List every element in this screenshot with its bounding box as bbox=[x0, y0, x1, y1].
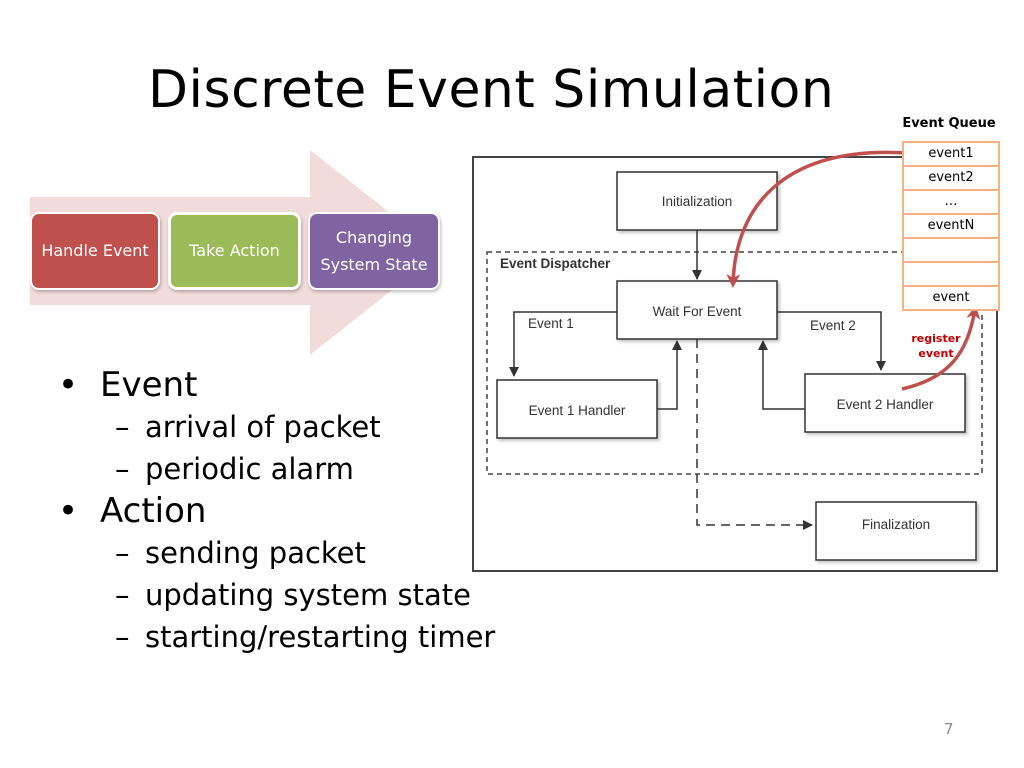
event1-handler-box bbox=[496, 379, 658, 439]
queue-to-wait-arrow bbox=[726, 150, 909, 288]
sub-bullet-label: periodic alarm bbox=[145, 452, 354, 486]
event1-handler-label: Event 1 Handler bbox=[529, 403, 626, 418]
step-take-action: Take Action bbox=[168, 212, 301, 290]
register-event-arrow bbox=[901, 305, 981, 391]
sub-bullet-label: updating system state bbox=[145, 578, 471, 612]
queue-cell bbox=[904, 239, 998, 263]
arrow-event2 bbox=[777, 311, 886, 371]
sub-bullet-item: –arrival of packet bbox=[58, 406, 528, 448]
step-label: Changing System State bbox=[320, 227, 428, 274]
sub-bullet-item: –starting/restarting timer bbox=[58, 616, 528, 658]
finalization-label: Finalization bbox=[862, 517, 930, 532]
queue-cell: … bbox=[904, 191, 998, 215]
sub-bullet-label: sending packet bbox=[145, 536, 366, 570]
step-label: Handle Event bbox=[41, 241, 149, 261]
wait-for-event-label: Wait For Event bbox=[653, 304, 742, 319]
queue-cell: event1 bbox=[904, 143, 998, 167]
queue-cell: event2 bbox=[904, 167, 998, 191]
bullet-item: •Event bbox=[58, 365, 198, 405]
register-event-annotation: register event bbox=[911, 332, 961, 360]
bullet-label: Action bbox=[100, 491, 207, 531]
dispatcher-label: Event Dispatcher bbox=[500, 256, 611, 271]
sub-bullet-item: –updating system state bbox=[58, 574, 528, 616]
step-label: Take Action bbox=[189, 241, 280, 261]
queue-cell bbox=[904, 263, 998, 287]
event2-handler-label: Event 2 Handler bbox=[837, 397, 934, 412]
arrow-handler1-return bbox=[657, 340, 682, 410]
finalization-box bbox=[815, 501, 977, 561]
arrow-event1 bbox=[509, 311, 617, 377]
event-queue-title: Event Queue bbox=[902, 116, 996, 131]
bullet-item: •Action bbox=[58, 491, 207, 531]
wait-for-event-box bbox=[616, 280, 778, 340]
arrow-to-finalization bbox=[696, 339, 813, 530]
page-number: 7 bbox=[944, 720, 954, 738]
bullet-list: •Event –arrival of packet –periodic alar… bbox=[58, 364, 528, 658]
sub-bullet-label: starting/restarting timer bbox=[145, 620, 496, 654]
event2-handler-box bbox=[804, 373, 966, 433]
sub-bullet-item: –sending packet bbox=[58, 532, 528, 574]
arrow-handler2-return bbox=[758, 340, 805, 410]
event2-label: Event 2 bbox=[810, 318, 856, 333]
queue-cell: eventN bbox=[904, 215, 998, 239]
dispatcher-region bbox=[486, 251, 983, 475]
step-handle-event: Handle Event bbox=[30, 212, 160, 290]
slide-title: Discrete Event Simulation bbox=[148, 60, 835, 120]
bullet-label: Event bbox=[100, 365, 198, 405]
queue-cell: event bbox=[932, 290, 970, 305]
event-queue-list: event1 event2 … eventN event bbox=[902, 141, 1000, 311]
sub-bullet-item: –periodic alarm bbox=[58, 448, 528, 490]
sub-bullet-label: arrival of packet bbox=[145, 410, 381, 444]
initialization-label: Initialization bbox=[662, 194, 733, 209]
initialization-box bbox=[616, 171, 778, 231]
step-changing-system-state: Changing System State bbox=[308, 212, 440, 290]
event1-label: Event 1 bbox=[528, 316, 574, 331]
